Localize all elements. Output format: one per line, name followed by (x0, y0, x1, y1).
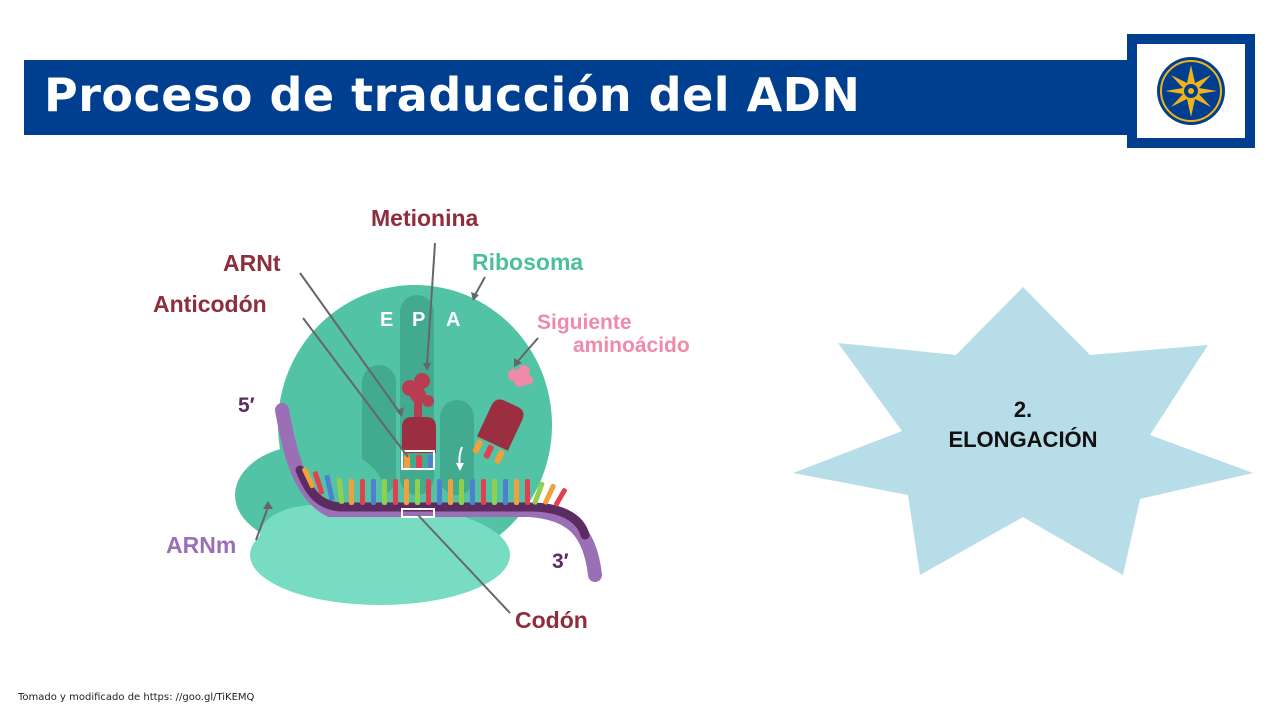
label-ribosoma: Ribosoma (472, 249, 583, 275)
site-p-label: P (412, 309, 425, 331)
arnm-pointer (255, 506, 269, 541)
title-bar: Proceso de traducción del ADN (24, 60, 1128, 135)
label-metionina: Metionina (371, 205, 479, 231)
mrna-strand (295, 465, 590, 540)
arnt-pointer (299, 272, 401, 414)
ribosoma-pointer (474, 276, 486, 296)
site-e-label: E (380, 309, 393, 331)
label-siguiente-2: aminoácido (573, 334, 690, 357)
stage-number: 2. (1013, 397, 1033, 422)
anticodon-pointer (302, 317, 409, 458)
star-fill (793, 287, 1253, 575)
anticodon-bracket (401, 450, 435, 470)
university-seal-star-icon (1157, 57, 1225, 125)
codon-pointer (417, 514, 511, 614)
trna-next-aminoacid (472, 399, 524, 464)
logo-frame (1127, 34, 1255, 148)
label-five-prime: 5′ (238, 394, 255, 417)
stage-name: ELONGACIÓN (948, 427, 1098, 452)
label-siguiente-1: Siguiente (537, 311, 632, 334)
trna-p-site (402, 417, 436, 453)
codon-bracket (401, 508, 435, 518)
site-e-channel (362, 365, 396, 495)
logo-background (1137, 44, 1245, 138)
label-three-prime: 3′ (552, 550, 569, 573)
mrna-bases (302, 467, 567, 507)
next-amino-acid (508, 365, 533, 387)
label-arnt: ARNt (223, 250, 281, 276)
stage-label: 2. ELONGACIÓN (890, 395, 1156, 455)
metionina-pointer (426, 242, 436, 366)
ribosome-small-lobe (260, 505, 370, 565)
label-anticodon: Anticodón (153, 291, 267, 317)
site-a-channel (440, 400, 474, 495)
source-credit: Tomado y modificado de https: //goo.gl/T… (18, 692, 255, 703)
methionine-amino-acid (402, 373, 434, 417)
slide-title: Proceso de traducción del ADN (44, 68, 861, 122)
label-codon: Codón (515, 607, 588, 633)
label-arnm: ARNm (166, 532, 236, 558)
elongation-star-shape (793, 287, 1253, 575)
siguiente-pointer (517, 337, 539, 362)
site-a-label: A (446, 309, 460, 331)
translation-diagram: E P A Metionina ARNt Ribosoma Anticodón … (153, 205, 690, 633)
